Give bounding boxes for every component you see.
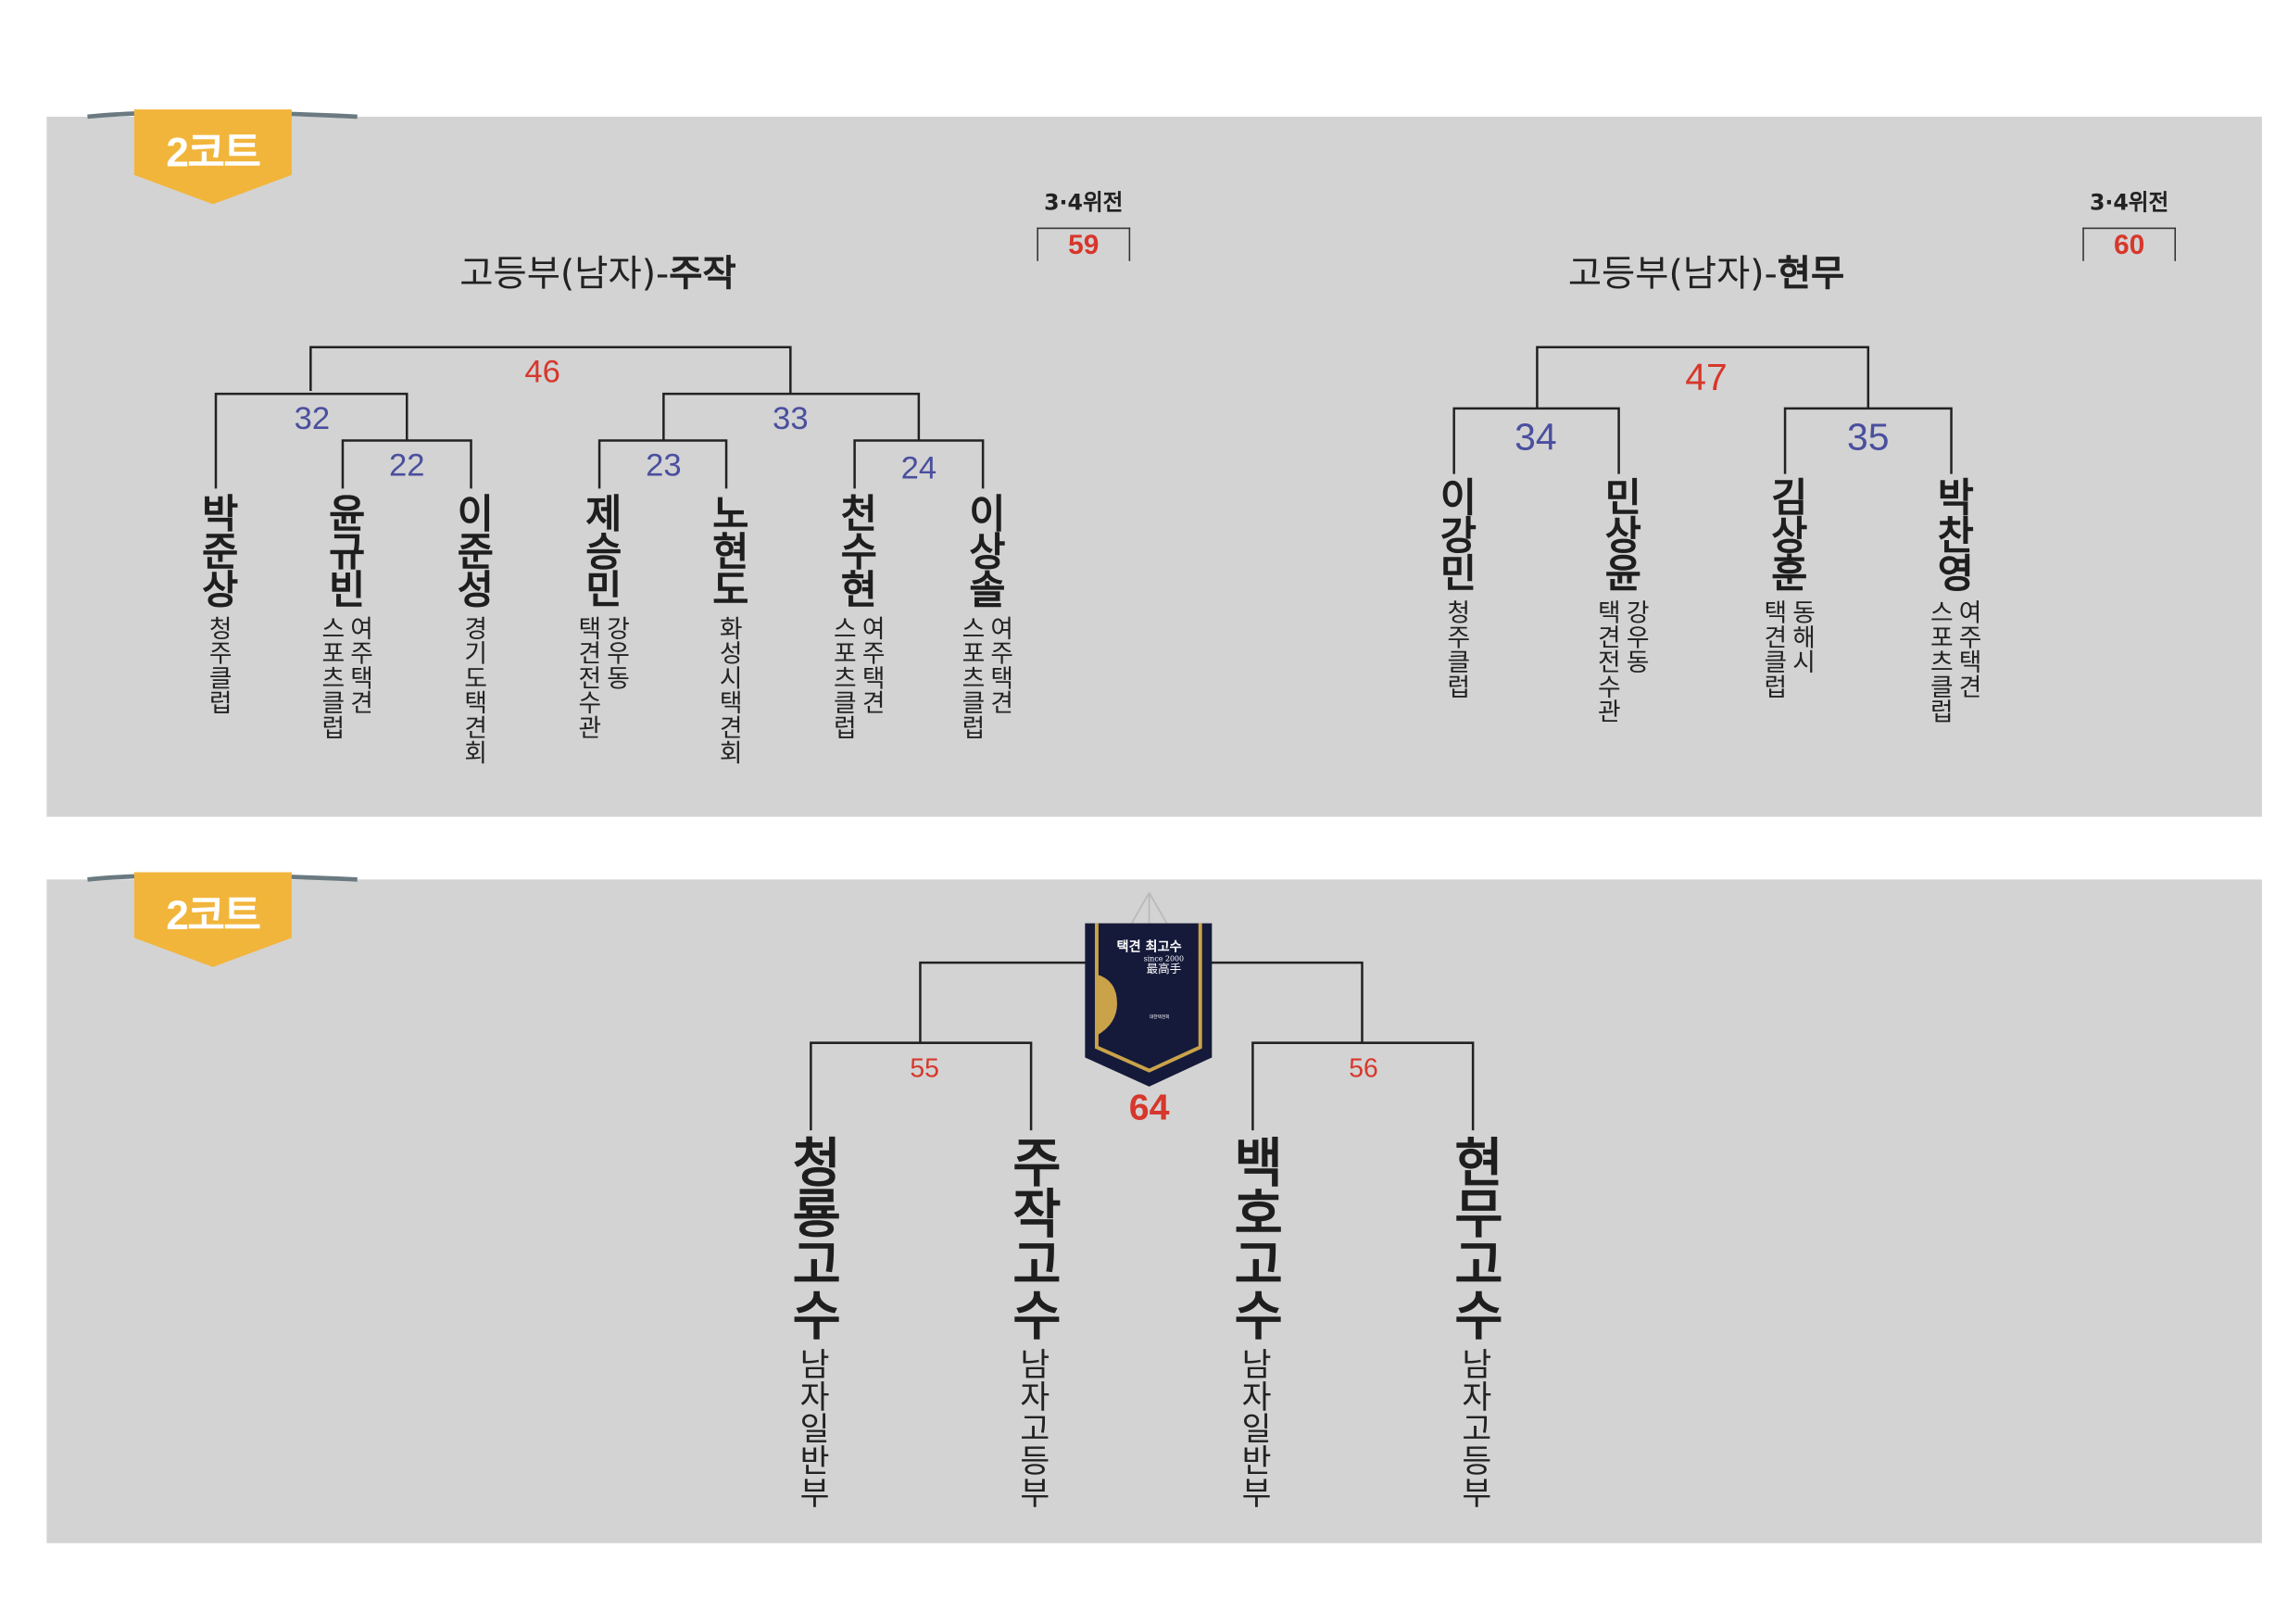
title-team: 현무 — [1777, 252, 1845, 296]
title-prefix: 고등부(남자)- — [459, 252, 670, 296]
team-name: 백호고수 — [1223, 1134, 1284, 1340]
bracket-line-34 — [1452, 407, 1620, 474]
bracket-line-32 — [214, 392, 408, 489]
team-name: 현무고수 — [1443, 1134, 1504, 1340]
player-club: 경기도택견회 — [457, 615, 487, 764]
bracket-line-24 — [853, 439, 985, 489]
match-number: 46 — [524, 353, 560, 390]
bracket-line-23 — [597, 439, 728, 489]
player-club: 강우동 택견전수관 — [572, 615, 630, 740]
badge-shape-bottom — [87, 872, 358, 967]
match-number: 34 — [1515, 414, 1557, 460]
player-name: 박준상 — [193, 493, 239, 607]
team-division: 남자일반부 — [1234, 1347, 1272, 1508]
court-badge: 2코트 — [134, 872, 292, 971]
third-place-match-number: 59 — [1037, 227, 1131, 261]
player-name: 이준성 — [448, 493, 494, 607]
title-team: 주작 — [669, 252, 736, 296]
player-club: 여주택견 스포츠클럽 — [826, 615, 885, 740]
player-club: 여주택견 스포츠클럽 — [1923, 599, 1981, 724]
player-name: 김상훈 — [1762, 476, 1808, 591]
pennant-hanja: 最高手 — [1146, 963, 1182, 976]
court-badge-label: 2코트 — [166, 130, 260, 175]
title-prefix: 고등부(남자)- — [1567, 252, 1778, 296]
bracket-title-jujak: 고등부(남자)-주작 — [459, 245, 735, 297]
pennant-title: 택견 최고수 — [1116, 940, 1182, 956]
team-division: 남자일반부 — [792, 1347, 830, 1508]
match-number: 35 — [1847, 414, 1890, 460]
player-club: 화성시택견회 — [712, 615, 743, 764]
player-club: 여주택견 스포츠클럽 — [955, 615, 1013, 740]
bracket-line-47 — [1536, 346, 1870, 409]
pennant-trophy-icon — [1085, 892, 1213, 1087]
team-name: 청룡고수 — [781, 1134, 842, 1340]
player-club: 청주클럽 — [202, 615, 232, 715]
court-badge-label: 2코트 — [166, 892, 260, 938]
player-name: 노현도 — [703, 493, 749, 607]
player-name: 박찬영 — [1929, 476, 1974, 591]
match-number: 22 — [388, 446, 425, 484]
player-name: 천수현 — [832, 493, 878, 607]
player-name: 민상윤 — [1596, 476, 1641, 591]
player-club: 강우동 택견전수관 — [1590, 599, 1649, 724]
pennant-since: since 2000 — [1143, 955, 1184, 964]
bracket-line-56 — [1251, 1041, 1475, 1131]
player-club: 여주택견 스포츠클럽 — [315, 615, 373, 740]
pennant-org: 대한택견회 — [1149, 1013, 1170, 1020]
bracket-line-46 — [309, 346, 792, 395]
player-name: 윤규빈 — [320, 493, 366, 607]
team-division: 남자고등부 — [1454, 1347, 1492, 1508]
bracket-line-55 — [810, 1041, 1033, 1131]
team-division: 남자고등부 — [1012, 1347, 1050, 1508]
badge-shape-top — [87, 109, 358, 205]
pennant-label: 택견 최고수 since 2000 最高手 대한택견회 — [1102, 940, 1196, 1020]
bracket-line-33 — [662, 392, 921, 441]
court-panel-top — [46, 116, 2262, 817]
player-name: 이강민 — [1431, 476, 1477, 591]
match-number: 56 — [1349, 1053, 1378, 1083]
match-number: 24 — [900, 448, 937, 486]
match-number: 32 — [294, 399, 331, 436]
match-number-final: 64 — [1128, 1087, 1170, 1128]
third-place-label: 3·4위전 — [2089, 189, 2169, 217]
match-number: 55 — [910, 1053, 939, 1083]
player-name: 제승민 — [576, 493, 622, 607]
bracket-title-hyeonmu: 고등부(남자)-현무 — [1568, 245, 1844, 297]
bracket-line-22 — [341, 439, 472, 489]
team-name: 주작고수 — [1001, 1134, 1062, 1340]
match-number: 47 — [1685, 355, 1728, 399]
player-name: 이상솔 — [960, 493, 1006, 607]
court-badge: 2코트 — [134, 109, 292, 208]
player-club: 동해시 택견클럽 — [1757, 599, 1816, 699]
third-place-match-number: 60 — [2082, 227, 2177, 261]
bracket-line-35 — [1783, 407, 1953, 474]
third-place-label: 3·4위전 — [1044, 189, 1124, 217]
match-number: 23 — [646, 446, 682, 484]
match-number: 33 — [773, 399, 809, 436]
player-club: 청주클럽 — [1440, 599, 1470, 699]
